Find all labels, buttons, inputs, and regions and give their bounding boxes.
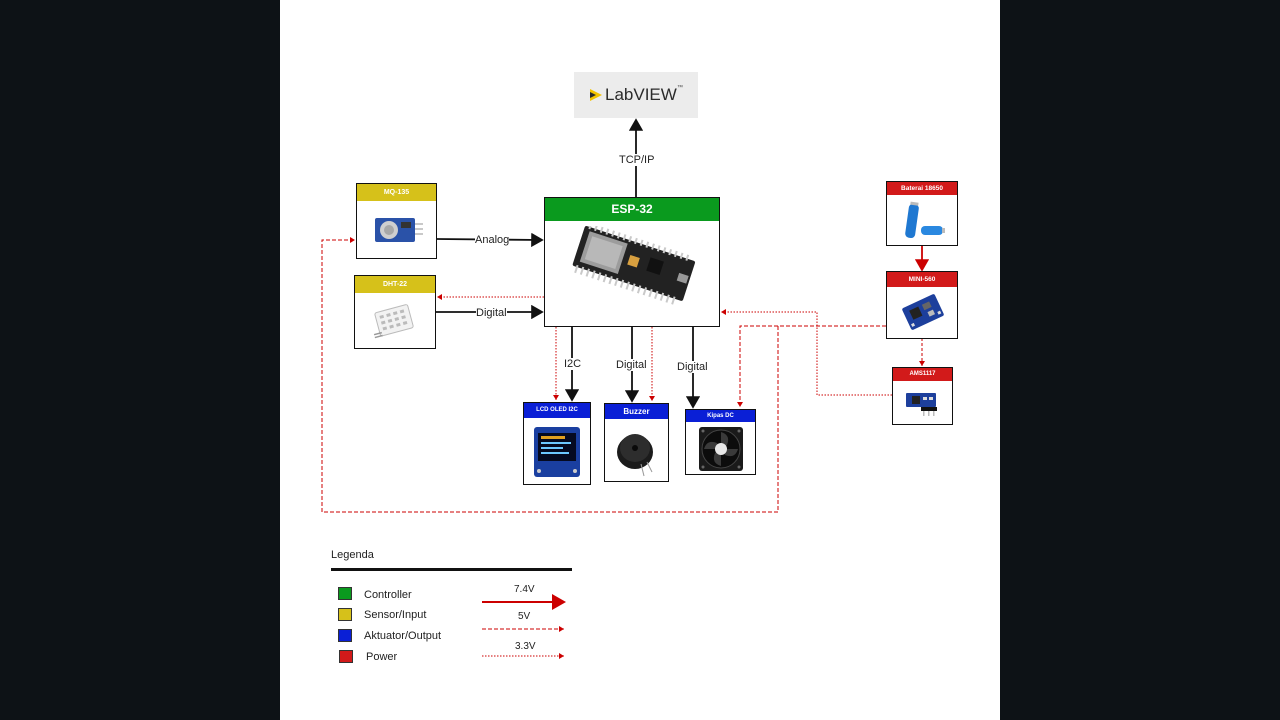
mq135-block: MQ-135 bbox=[356, 183, 437, 259]
dht22-header: DHT-22 bbox=[355, 276, 435, 293]
esp32-header: ESP-32 bbox=[545, 198, 719, 221]
mq135-header: MQ-135 bbox=[357, 184, 436, 201]
5v-fan-line bbox=[737, 325, 886, 407]
battery-header: Baterai 18650 bbox=[887, 182, 957, 195]
mini560-block: MINI-560 bbox=[886, 271, 958, 339]
3v3-esp-line bbox=[721, 309, 892, 396]
legend-sensor-swatch bbox=[338, 608, 352, 621]
legend-7v4-label: 7.4V bbox=[514, 584, 535, 595]
digital-buzzer-label: Digital bbox=[616, 359, 647, 371]
diagram-canvas: TCP/IP Analog Digital I2C Digital Digita… bbox=[280, 0, 1000, 720]
buzzer-icon bbox=[617, 434, 653, 477]
legend-actuator-label: Aktuator/Output bbox=[364, 630, 442, 642]
ams1117-header: AMS1117 bbox=[893, 368, 952, 381]
mq135-sensor-icon bbox=[375, 218, 423, 242]
mini560-module-icon bbox=[902, 294, 944, 330]
legend-actuator-swatch bbox=[338, 629, 352, 642]
esp32-board-icon bbox=[572, 226, 696, 305]
oled-display-icon bbox=[534, 427, 580, 477]
buzzer-header: Buzzer bbox=[605, 404, 668, 419]
fan-icon bbox=[699, 427, 743, 471]
legend-sensor-label: Sensor/Input bbox=[364, 609, 427, 621]
labview-tm: ™ bbox=[677, 85, 683, 91]
battery-icon bbox=[905, 201, 945, 239]
labview-text: LabVIEW bbox=[605, 85, 677, 104]
legend-line-samples bbox=[482, 594, 566, 659]
i2c-label: I2C bbox=[564, 358, 582, 370]
legend-3v3-label: 3.3V bbox=[515, 641, 536, 652]
analog-label: Analog bbox=[475, 234, 510, 246]
legend-controller-swatch bbox=[338, 587, 352, 600]
legend-power-label: Power bbox=[366, 651, 398, 663]
digital-fan-label: Digital bbox=[677, 361, 708, 373]
labview-play-icon bbox=[590, 89, 602, 101]
esp32-block: ESP-32 bbox=[544, 197, 720, 327]
ams1117-block: AMS1117 bbox=[892, 367, 953, 425]
tcpip-label: TCP/IP bbox=[619, 154, 655, 166]
legend-controller-label: Controller bbox=[364, 589, 412, 601]
battery-block: Baterai 18650 bbox=[886, 181, 958, 246]
oled-block: LCD OLED I2C bbox=[523, 402, 591, 485]
labview-logo: LabVIEW ™ bbox=[574, 72, 698, 118]
legend-power-swatch bbox=[339, 650, 353, 663]
fan-block: Kipas DC bbox=[685, 409, 756, 475]
mini560-header: MINI-560 bbox=[887, 272, 957, 287]
legend-title: Legenda bbox=[331, 549, 374, 561]
oled-header: LCD OLED I2C bbox=[524, 403, 590, 418]
ams1117-module-icon bbox=[906, 393, 937, 416]
legend-5v-label: 5V bbox=[518, 611, 531, 622]
buzzer-block: Buzzer bbox=[604, 403, 669, 482]
dht22-sensor-icon bbox=[373, 304, 414, 339]
fan-header: Kipas DC bbox=[686, 410, 755, 422]
digital-dht-label: Digital bbox=[476, 307, 507, 319]
legend-underline bbox=[331, 568, 572, 571]
dht22-block: DHT-22 bbox=[354, 275, 436, 349]
